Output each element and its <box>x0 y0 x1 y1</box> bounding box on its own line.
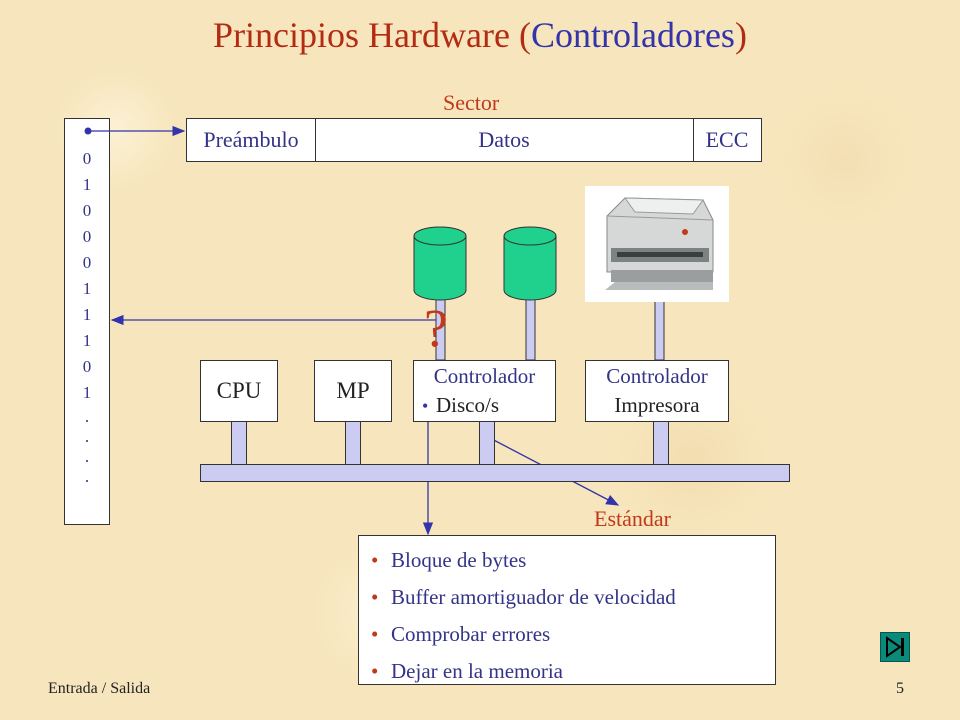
bus-leg-cpu <box>231 421 247 466</box>
disk-controller-label-2: Disco/s <box>436 393 499 417</box>
page-number: 5 <box>896 680 904 697</box>
bit: 0 <box>82 201 92 220</box>
bit: 0 <box>82 253 92 272</box>
bullet-icon: • <box>371 659 379 683</box>
list-item-text: Comprobar errores <box>391 622 551 646</box>
bit: . <box>84 427 90 446</box>
printer-controller-label-2: Impresora <box>614 393 700 417</box>
cpu-box: CPU <box>200 360 278 422</box>
bit: 0 <box>82 227 92 246</box>
footer-left: Entrada / Salida <box>48 680 151 697</box>
controller-functions-list: • Bloque de bytes • Buffer amortiguador de… <box>371 542 775 690</box>
list-item-text: Dejar en la memoria <box>391 659 563 683</box>
question-mark: ? <box>424 298 448 358</box>
list-item: • Buffer amortiguador de velocidad <box>371 579 775 616</box>
title-paren-open: ( <box>518 15 531 55</box>
sector-box: Preámbulo Datos ECC <box>186 118 762 162</box>
printer-image <box>585 186 729 302</box>
slide-title: Principios Hardware (Controladores) <box>0 14 960 56</box>
title-paren-close: ) <box>734 15 747 55</box>
list-item-text: Buffer amortiguador de velocidad <box>391 585 676 609</box>
bit: . <box>84 467 90 486</box>
database-icon <box>413 226 467 301</box>
bit: . <box>84 447 90 466</box>
system-bus <box>200 464 790 482</box>
list-item: • Dejar en la memoria <box>371 653 775 690</box>
bitstream-box: 0 1 0 0 0 1 1 1 0 1 . . . . <box>64 118 110 525</box>
mp-box: MP <box>314 360 392 422</box>
controller-functions-box: • Bloque de bytes • Buffer amortiguador de… <box>358 535 776 685</box>
bit: 1 <box>82 383 92 402</box>
bullet-icon: • <box>371 585 379 609</box>
bit: 1 <box>82 331 92 350</box>
skip-to-end-icon <box>886 636 904 658</box>
sector-field-preambulo: Preámbulo <box>187 119 316 161</box>
title-main: Principios Hardware <box>213 15 519 55</box>
bullet-icon: • <box>371 622 379 646</box>
printer-icon <box>605 197 714 290</box>
disk-controller-box: Controlador • Disco/s <box>413 360 556 422</box>
bus-leg-disk-controller <box>479 421 495 466</box>
bit: 0 <box>82 357 92 376</box>
bit: 0 <box>82 149 92 168</box>
bullet-icon: • <box>422 396 429 416</box>
title-highlight: Controladores <box>530 15 735 55</box>
printer-controller-label-1: Controlador <box>606 364 708 388</box>
printer-controller-box: Controlador Impresora <box>585 360 729 422</box>
list-item: • Comprobar errores <box>371 616 775 653</box>
bit: 1 <box>82 305 92 324</box>
disk-2 <box>503 226 557 302</box>
standard-label: Estándar <box>594 506 671 531</box>
list-item-text: Bloque de bytes <box>391 548 527 572</box>
bus-leg-printer-controller <box>653 421 669 466</box>
bullet-icon: • <box>371 548 379 572</box>
sector-label: Sector <box>443 90 500 115</box>
bit: . <box>84 407 90 426</box>
sector-field-ecc: ECC <box>705 127 749 152</box>
bit: 1 <box>82 279 92 298</box>
list-item: • Bloque de bytes <box>371 542 775 579</box>
bus-leg-mp <box>345 421 361 466</box>
disk-1 <box>413 226 467 302</box>
bit: 1 <box>82 175 92 194</box>
disk-controller-label-2-wrap: • Disco/s <box>422 393 499 418</box>
disk-controller-label-1: Controlador <box>433 364 536 388</box>
nav-end-button[interactable] <box>880 632 910 662</box>
database-icon <box>503 226 557 301</box>
sector-field-datos: Datos <box>315 119 694 161</box>
